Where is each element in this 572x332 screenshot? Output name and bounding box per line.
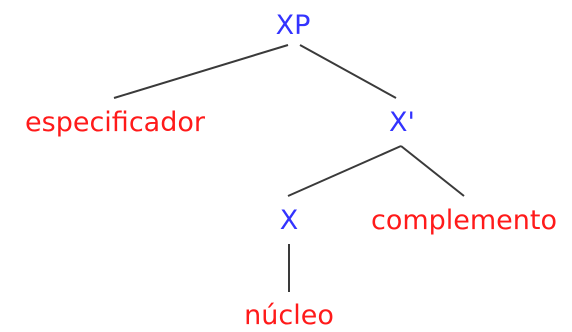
- node-x: X: [280, 205, 299, 236]
- tree-nodes: XP especificador X' X complemento núcleo: [25, 10, 557, 331]
- edge-xp-xbar: [299, 44, 397, 99]
- node-specifier: especificador: [25, 107, 206, 138]
- node-complement: complemento: [371, 205, 557, 236]
- edge-xp-specifier: [113, 44, 289, 99]
- node-head: núcleo: [244, 300, 334, 331]
- node-xbar: X': [389, 107, 415, 138]
- edge-xbar-complement: [400, 145, 465, 197]
- edge-xbar-x: [287, 145, 402, 197]
- node-xp: XP: [276, 10, 311, 41]
- tree-edges: [113, 44, 465, 292]
